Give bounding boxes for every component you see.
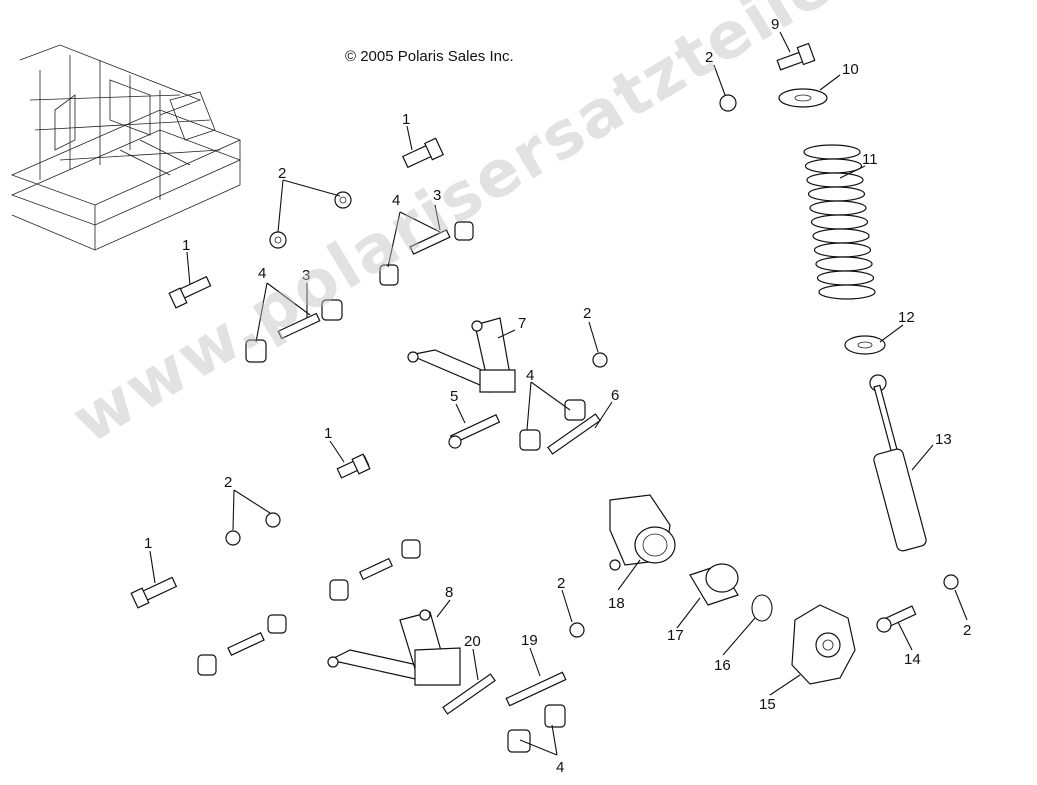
bolt-20 <box>442 673 496 715</box>
spring-coil <box>813 242 872 258</box>
bearing-17 <box>689 563 739 606</box>
callout-19: 19 <box>521 632 538 649</box>
frame-drawing <box>10 44 242 251</box>
nut-2-lower-a <box>265 512 281 528</box>
bushing-set-lower-a <box>329 539 421 601</box>
spring-coil <box>818 284 876 300</box>
spring-coil <box>815 256 873 272</box>
callout-9: 9 <box>771 16 779 33</box>
callout-1: 1 <box>324 425 332 442</box>
spring-coil <box>807 186 866 202</box>
nut-2-mid <box>592 352 608 368</box>
callout-2: 2 <box>557 575 565 592</box>
callout-4: 4 <box>392 192 400 209</box>
hub-15 <box>791 604 856 685</box>
spring-coil <box>810 214 869 230</box>
callout-13: 13 <box>935 431 952 448</box>
callout-14: 14 <box>904 651 921 668</box>
callout-labels: 1 2 1 4 3 4 3 7 2 5 4 6 1 2 1 8 20 19 2 … <box>144 16 971 776</box>
bearing-carrier-18 <box>609 494 676 571</box>
callout-2: 2 <box>705 49 713 66</box>
callout-1: 1 <box>144 535 152 552</box>
spring-coil <box>809 200 867 216</box>
bushing-set-lower-b <box>197 614 287 676</box>
callout-4: 4 <box>556 759 564 776</box>
bolt-1-mid <box>336 453 371 479</box>
callout-1: 1 <box>182 237 190 254</box>
snap-ring-16 <box>751 594 773 622</box>
callout-8: 8 <box>445 584 453 601</box>
nut-2-right <box>943 574 959 590</box>
callout-3: 3 <box>433 187 441 204</box>
callout-4: 4 <box>526 367 534 384</box>
spring-coil <box>816 270 875 286</box>
washer-12 <box>844 335 886 355</box>
nut-2-upper-b <box>269 231 287 249</box>
bolt-9 <box>776 42 816 71</box>
pin-6 <box>547 413 601 455</box>
callout-4: 4 <box>258 265 266 282</box>
lower-a-arm-8 <box>327 609 461 687</box>
bolt-1-lower <box>130 576 178 609</box>
copyright-text: © 2005 Polaris Sales Inc. <box>345 48 514 65</box>
bolt-1-upper <box>401 137 445 169</box>
bushing-set-mid <box>519 399 586 451</box>
callout-16: 16 <box>714 657 731 674</box>
callout-2: 2 <box>278 165 286 182</box>
callout-3: 3 <box>302 267 310 284</box>
spring-coil <box>804 158 863 174</box>
spring-coil <box>812 228 870 244</box>
washer-10 <box>778 88 828 108</box>
callout-17: 17 <box>667 627 684 644</box>
spring-11 <box>803 144 876 300</box>
bushing-set-bottom <box>507 704 566 753</box>
nut-2-top <box>719 94 737 112</box>
shock-absorber-13 <box>869 374 927 552</box>
upper-a-arm-7 <box>407 317 516 394</box>
callout-12: 12 <box>898 309 915 326</box>
leader-lines <box>149 31 968 756</box>
spring-coil <box>803 144 861 160</box>
callout-1: 1 <box>402 111 410 128</box>
spring-coil <box>806 172 864 188</box>
bushing-set-upper <box>379 221 474 286</box>
pin-19 <box>505 671 567 707</box>
callout-7: 7 <box>518 315 526 332</box>
bolt-5 <box>448 414 501 449</box>
nut-2-lower-c <box>569 622 585 638</box>
bolt-14 <box>876 605 917 633</box>
callout-5: 5 <box>450 388 458 405</box>
callout-2: 2 <box>583 305 591 322</box>
callout-2: 2 <box>963 622 971 639</box>
callout-18: 18 <box>608 595 625 612</box>
nut-2-upper-a <box>334 191 352 209</box>
callout-6: 6 <box>611 387 619 404</box>
bolt-1-left <box>168 275 212 309</box>
callout-2: 2 <box>224 474 232 491</box>
nut-2-lower-b <box>225 530 241 546</box>
callout-10: 10 <box>842 61 859 78</box>
callout-11: 11 <box>862 151 878 168</box>
bushing-set-left <box>245 299 343 363</box>
callout-20: 20 <box>464 633 481 650</box>
callout-15: 15 <box>759 696 776 713</box>
